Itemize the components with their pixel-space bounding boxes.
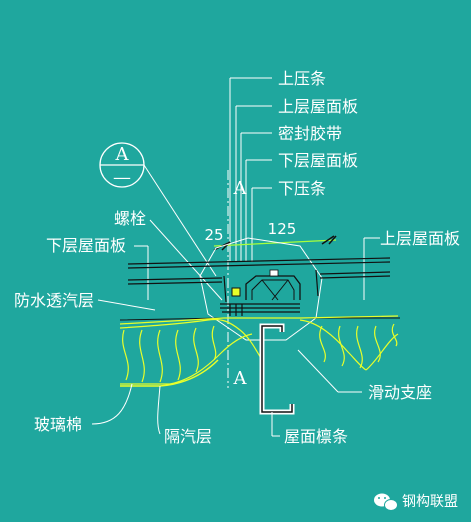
wechat-icon (374, 493, 398, 511)
sliding-support (220, 303, 300, 316)
labels: 上压条 上层屋面板 密封胶带 下层屋面板 下压条 螺栓 下层屋面板 上层屋面板 … (14, 69, 460, 446)
watermark-text: 钢构联盟 (402, 494, 458, 510)
label-lower-press-strip: 下压条 (278, 179, 326, 198)
section-ref-top: A (115, 144, 130, 165)
label-waterproof-layer: 防水透汽层 (14, 291, 94, 310)
label-bolt: 螺栓 (114, 209, 146, 228)
watermark: 钢构联盟 (374, 493, 458, 511)
section-ref-bottom: — (113, 167, 131, 188)
label-lower-roof-panel-left: 下层屋面板 (46, 236, 126, 255)
label-lower-roof-panel: 下层屋面板 (278, 151, 358, 170)
label-glass-wool: 玻璃棉 (34, 415, 82, 434)
section-cut-line: A A (227, 170, 248, 389)
dimension-25: 25 (204, 226, 223, 244)
section-reference-symbol: A — (99, 142, 145, 188)
label-sealing-tape: 密封胶带 (278, 124, 342, 143)
section-mark-upper: A (233, 178, 248, 199)
vapor-barrier-line (120, 359, 219, 387)
sealing-tape-mark (269, 269, 279, 277)
lower-roof-panel (127, 269, 391, 303)
label-vapor-barrier: 隔汽层 (164, 427, 212, 446)
label-upper-roof-panel: 上层屋面板 (278, 97, 358, 116)
bolt-head (231, 287, 241, 297)
seam-clip-assembly (231, 269, 301, 301)
dimension-125: 125 (268, 220, 297, 238)
leader-lines-bottom (91, 349, 362, 437)
section-mark-lower: A (233, 368, 248, 389)
label-upper-roof-panel-right: 上层屋面板 (380, 229, 460, 248)
glass-wool-insulation (119, 315, 399, 385)
label-purlin: 屋面檩条 (284, 427, 348, 446)
label-top-press-strip: 上压条 (278, 69, 326, 88)
label-sliding-support: 滑动支座 (368, 383, 432, 402)
upper-roof-panel (127, 257, 391, 269)
